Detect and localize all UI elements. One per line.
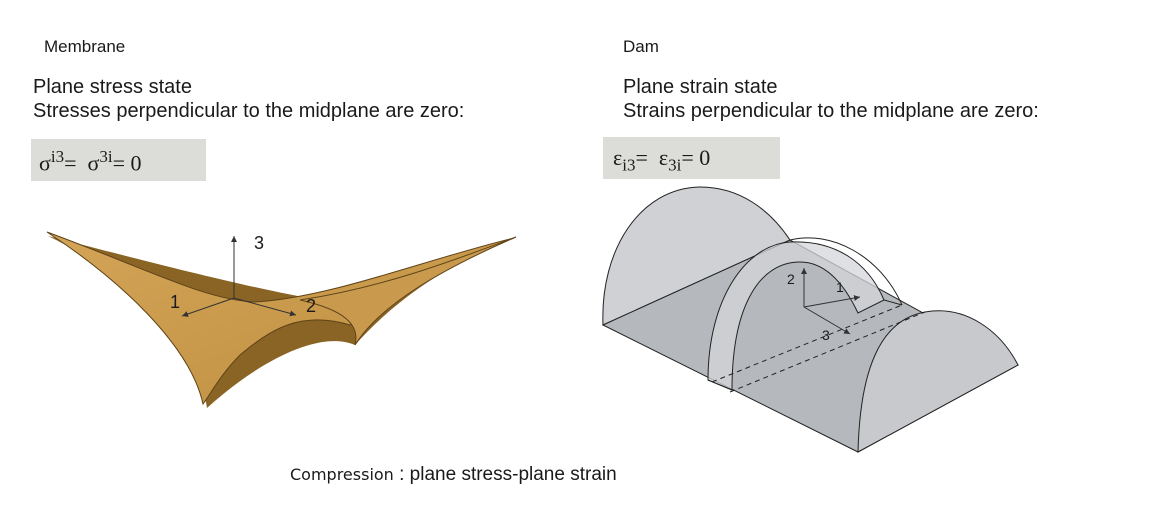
caption: Compression : plane stress-plane strain: [290, 464, 617, 486]
membrane-flap: [299, 236, 517, 346]
caption-text: plane stress-plane strain: [409, 464, 617, 485]
dam-middle-arch-far: [789, 237, 903, 306]
dam-back-arch: [602, 186, 791, 326]
plane-stress-description: Stresses perpendicular to the midplane a…: [33, 100, 465, 122]
strain-equation-box: εi3= ε3i= 0: [603, 137, 780, 179]
caption-prefix: Compression: [290, 465, 394, 484]
plane-strain-title: Plane strain state: [623, 76, 778, 98]
membrane-axes: [181, 236, 297, 317]
dam-dashed-lines: [711, 304, 926, 393]
strain-equation: εi3= ε3i= 0: [613, 145, 711, 175]
caption-separator: :: [393, 464, 410, 485]
plane-stress-title: Plane stress state: [33, 76, 192, 98]
plane-strain-description: Strains perpendicular to the midplane ar…: [623, 100, 1039, 122]
dam-axis-1-label: 1: [836, 279, 844, 295]
membrane-axis-2-label: 2: [306, 296, 316, 316]
dam-axis-3-label: 3: [822, 327, 830, 343]
membrane-axis-3-label: 3: [254, 233, 264, 253]
dam-axes: [801, 268, 861, 335]
stress-equation: σi3= σ3i= 0: [39, 147, 142, 176]
membrane-surface: [46, 231, 517, 408]
dam-heading: Dam: [623, 37, 659, 56]
membrane-axis-1-label: 1: [170, 292, 180, 312]
membrane-heading: Membrane: [44, 37, 126, 56]
dam-model: [601, 186, 1020, 453]
dam-axis-2-label: 2: [787, 271, 795, 287]
stress-equation-box: σi3= σ3i= 0: [31, 139, 206, 181]
